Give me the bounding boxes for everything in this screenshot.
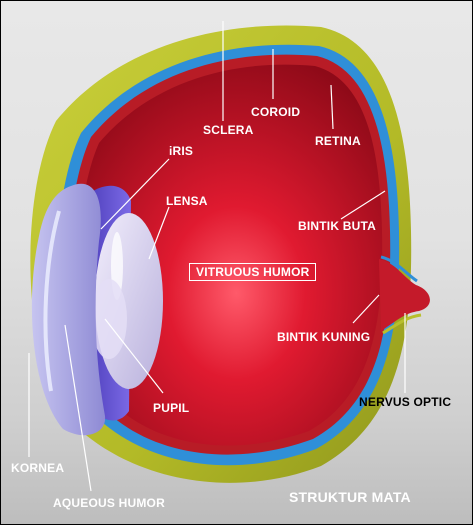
leader-line-iris (100, 158, 170, 230)
leader-line-pupil (104, 318, 164, 394)
leader-line-bintik-buta (340, 190, 386, 220)
cornea-highlight (43, 210, 61, 392)
label-aqueous-humor: AQUEOUS HUMOR (53, 496, 165, 510)
label-bintik-buta: BINTIK BUTA (298, 219, 376, 233)
label-bintik-kuning: BINTIK KUNING (277, 330, 371, 344)
label-retina: RETINA (315, 134, 361, 148)
optic-nerve (379, 259, 430, 331)
label-iris: iRIS (169, 144, 194, 158)
label-pupil: PUPIL (153, 401, 190, 415)
pupil-area (91, 279, 127, 359)
leader-line-aqueous (64, 324, 92, 492)
label-nervus-optic: NERVUS OPTIC (359, 395, 452, 409)
leader-line-bintik-kuning (352, 294, 380, 324)
optic-nerve-sheath (380, 255, 418, 283)
leader-line-lensa (148, 206, 170, 260)
label-coroid: COROID (251, 105, 301, 119)
leader-line-retina (330, 84, 334, 130)
label-lensa: LENSA (166, 194, 208, 208)
label-vitreous-humor: VITRUOUS HUMOR (189, 263, 317, 281)
optic-nerve-sheath (382, 313, 422, 335)
label-kornea: KORNEA (11, 461, 65, 475)
cornea (31, 183, 106, 436)
label-sclera: SCLERA (203, 123, 254, 137)
diagram-title: STRUKTUR MATA (289, 489, 411, 505)
